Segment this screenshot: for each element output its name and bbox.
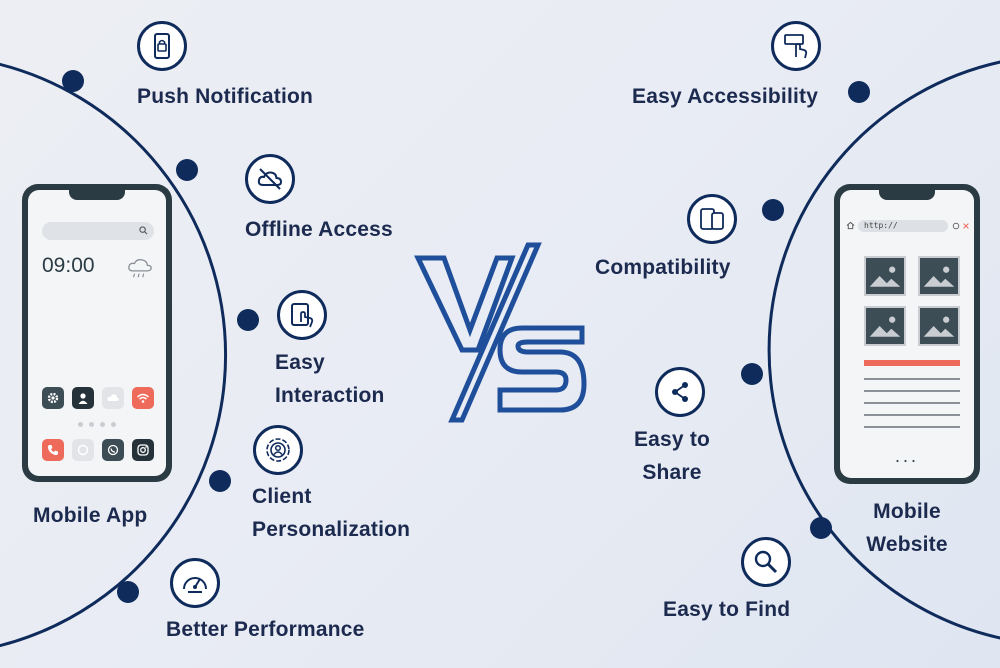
- push-notification-icon-badge: [137, 21, 187, 71]
- right-dot-4: [810, 517, 832, 539]
- mobile-app-phone: 09:00: [22, 184, 172, 482]
- page-dots: [78, 422, 116, 427]
- instagram-app-icon: [132, 439, 154, 461]
- easy-to-find-label: Easy to Find: [663, 598, 791, 621]
- left-dot-1: [62, 70, 84, 92]
- right-dot-2: [762, 199, 784, 221]
- image-placeholder: [864, 256, 906, 296]
- mobile-website-phone: http:// ...: [834, 184, 980, 484]
- easy-to-share-icon-badge: [655, 367, 705, 417]
- easy-interaction-label-line2: Interaction: [275, 384, 385, 407]
- push-notification-label: Push Notification: [137, 85, 314, 108]
- compatibility-icon-badge: [687, 194, 737, 244]
- click-pointer-icon: [784, 34, 808, 59]
- text-line: [864, 414, 960, 416]
- easy-interaction-label-line1: Easy: [275, 351, 325, 374]
- search-icon: [754, 550, 778, 574]
- share-icon: [672, 382, 688, 402]
- phone-lock-icon: [154, 33, 170, 59]
- wifi-app-icon: [132, 387, 154, 409]
- cloud-off-icon: [257, 168, 283, 190]
- easy-to-find-icon-badge: [741, 537, 791, 587]
- mobile-app-title: Mobile App: [33, 504, 148, 527]
- refresh-icon: [952, 222, 960, 230]
- client-personalization-label-line1: Client: [252, 485, 312, 508]
- client-personalization-icon-badge: [253, 425, 303, 475]
- easy-to-share-label-line2: Share: [642, 461, 702, 484]
- more-ellipsis: ...: [894, 446, 919, 466]
- versus-slash: [448, 242, 542, 423]
- clock-text: 09:00: [42, 254, 95, 277]
- client-personalization-label-line2: Personalization: [252, 518, 411, 541]
- speedometer-icon: [183, 577, 207, 593]
- mobile-website-title-line2: Website: [866, 533, 948, 556]
- text-line: [864, 378, 960, 380]
- cloud-rain-icon: [128, 259, 152, 278]
- left-dot-3: [237, 309, 259, 331]
- touch-tablet-icon: [291, 303, 314, 328]
- devices-icon: [700, 208, 724, 230]
- left-dot-2: [176, 159, 198, 181]
- right-dot-1: [848, 81, 870, 103]
- whatsapp-app-icon: [102, 439, 124, 461]
- url-bar: http://: [858, 220, 948, 232]
- right-dot-3: [741, 363, 763, 385]
- left-dot-5: [117, 581, 139, 603]
- phone-notch: [69, 190, 125, 200]
- versus-s: [497, 325, 587, 413]
- compatibility-label: Compatibility: [595, 256, 731, 279]
- left-arc: [0, 62, 227, 648]
- contacts-app-icon: [72, 387, 94, 409]
- phone-app-icon: [42, 439, 64, 461]
- image-placeholder: [864, 306, 906, 346]
- text-line: [864, 390, 960, 392]
- mobile-app-screen: 09:00: [28, 190, 166, 476]
- home-icon: [846, 221, 855, 230]
- headline-bar: [864, 360, 960, 366]
- right-arc: [767, 60, 1000, 640]
- better-performance-icon-badge: [170, 558, 220, 608]
- mobile-website-title-line1: Mobile: [873, 500, 941, 523]
- image-placeholder: [918, 306, 960, 346]
- search-bar: [42, 222, 154, 240]
- chat-app-icon: [72, 439, 94, 461]
- phone-notch: [879, 190, 935, 200]
- offline-access-label: Offline Access: [245, 218, 393, 241]
- image-placeholder: [918, 256, 960, 296]
- easy-accessibility-label: Easy Accessibility: [632, 85, 819, 108]
- search-icon: [139, 226, 148, 235]
- text-line: [864, 426, 960, 428]
- cloud-app-icon: [102, 387, 124, 409]
- close-icon: [963, 223, 969, 229]
- user-target-icon: [266, 438, 290, 462]
- offline-access-icon-badge: [245, 154, 295, 204]
- easy-interaction-icon-badge: [277, 290, 327, 340]
- versus-mark: [414, 242, 587, 423]
- easy-to-share-label-line1: Easy to: [633, 428, 711, 451]
- easy-accessibility-icon-badge: [771, 21, 821, 71]
- better-performance-label: Better Performance: [166, 618, 365, 641]
- versus-v: [414, 255, 516, 353]
- mobile-website-screen: http:// ...: [840, 190, 974, 478]
- left-dot-4: [209, 470, 231, 492]
- text-line: [864, 402, 960, 404]
- settings-app-icon: [42, 387, 64, 409]
